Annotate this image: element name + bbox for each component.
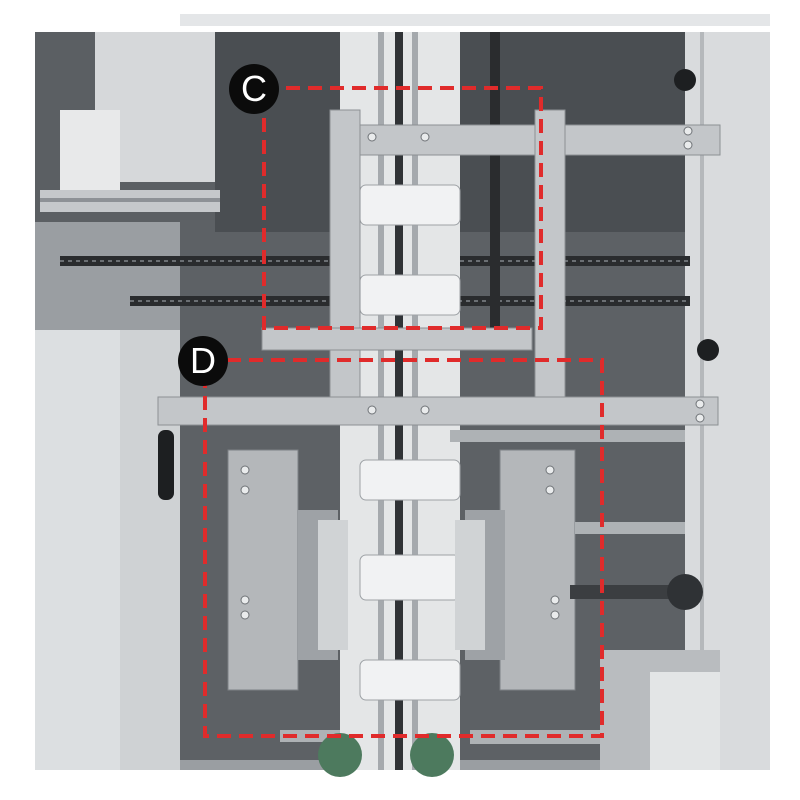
callout-frame-c	[262, 86, 543, 330]
right-clamp-assembly	[455, 449, 576, 691]
left-lower-panel	[35, 330, 120, 770]
callout-label-c: C	[241, 68, 267, 109]
guide-plates	[359, 184, 461, 701]
callout-marker-c: C	[229, 64, 279, 114]
callout-marker-d: D	[178, 336, 228, 386]
lower-cross-frame	[157, 327, 719, 426]
bolts	[240, 126, 705, 620]
left-clamp-assembly	[227, 449, 348, 691]
knobs	[158, 69, 719, 500]
upper-cross-frame	[329, 109, 721, 421]
callout-label-d: D	[190, 340, 216, 381]
callout-frame-d	[203, 358, 604, 738]
